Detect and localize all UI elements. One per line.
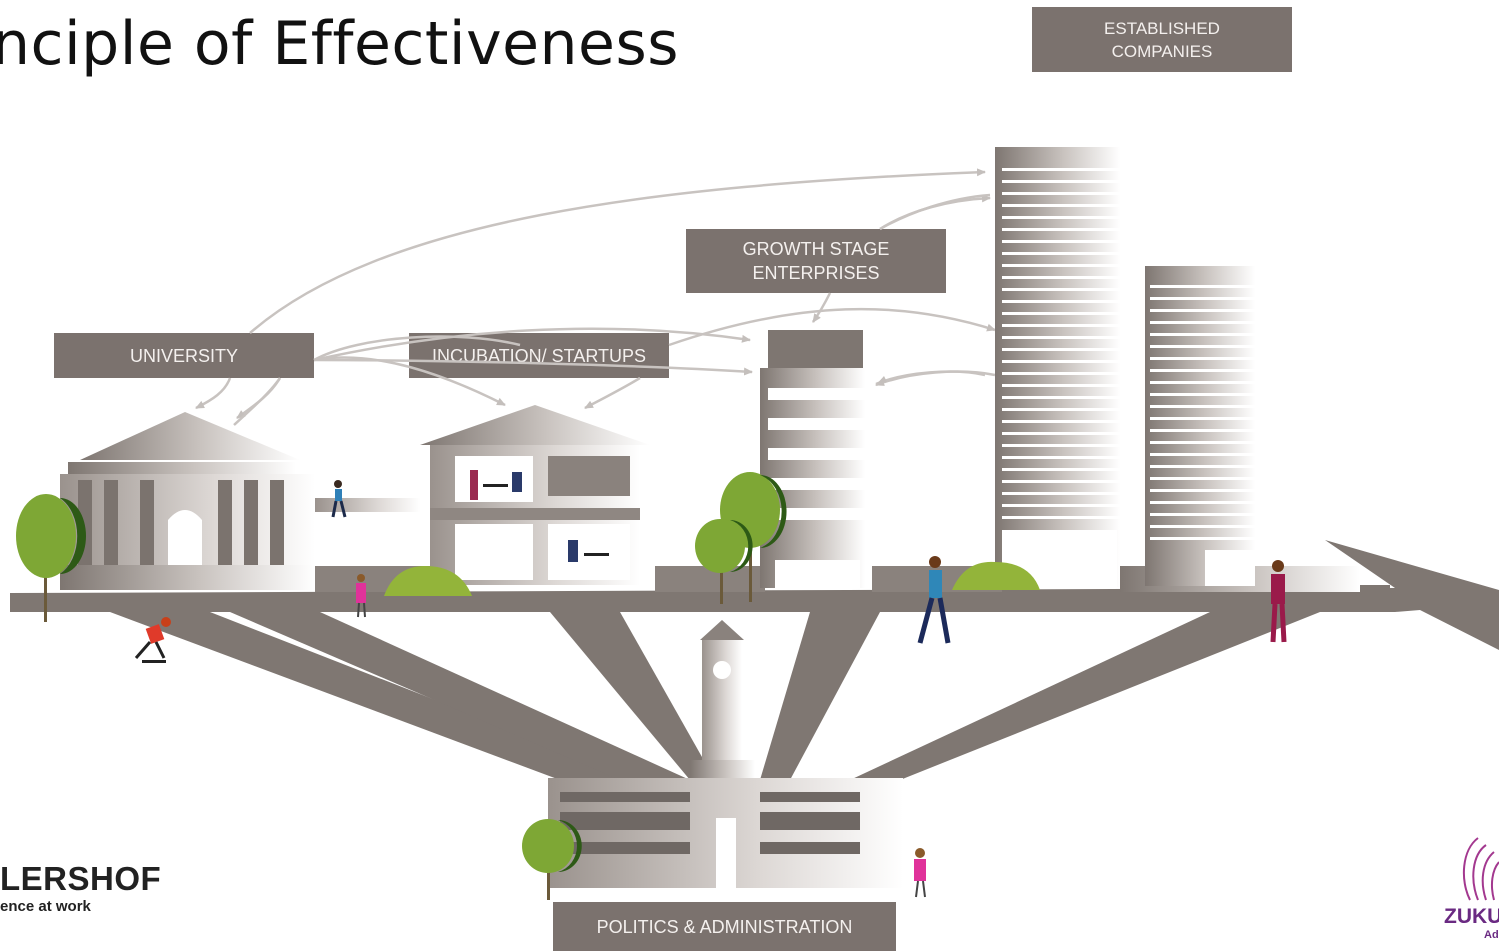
tower-window-stripe [1150, 429, 1255, 432]
road-network [10, 540, 1499, 780]
tower-window-stripe [1002, 228, 1122, 231]
tower-window-stripe [1002, 348, 1122, 351]
tower-window-stripe [1150, 441, 1255, 444]
person-skateboarder [134, 617, 171, 663]
tower-window-stripe [1002, 216, 1122, 219]
tower-window-stripe [1002, 192, 1122, 195]
tower-window-stripe [1002, 300, 1122, 303]
incubation-building [420, 405, 650, 585]
tower-window-stripe [1002, 180, 1122, 183]
tower-window-stripe [1002, 456, 1122, 459]
politics-administration-label: POLITICS & ADMINISTRATION [553, 902, 896, 951]
tower-window-stripe [1002, 288, 1122, 291]
established-tower-2 [1145, 266, 1255, 586]
tower-window-stripe [1002, 516, 1122, 519]
bush-1 [384, 566, 472, 596]
person-pink-bottom [914, 848, 926, 898]
incubation-startups-label: INCUBATION/ STARTUPS [409, 333, 669, 378]
tower-window-stripe [1150, 357, 1255, 360]
tower-window-stripe [1150, 333, 1255, 336]
tower-window-stripe [1150, 477, 1255, 480]
zukunft-logo-mark [1462, 837, 1499, 901]
tower-window-stripe [1002, 444, 1122, 447]
tower-window-stripe [1150, 285, 1255, 288]
person-walking-red [1270, 560, 1287, 643]
tower-window-stripe [1002, 168, 1122, 171]
tower-window-stripe [1002, 396, 1122, 399]
tower-window-stripe [1002, 468, 1122, 471]
tower-window-stripe [1002, 240, 1122, 243]
tower-window-stripe [1002, 420, 1122, 423]
tower-window-stripe [1002, 252, 1122, 255]
tower-window-stripe [1002, 384, 1122, 387]
bush-2 [952, 561, 1040, 590]
zukunft-logo: ZUKUI Ad [1444, 905, 1499, 941]
tower-window-stripe [1002, 204, 1122, 207]
tower-window-stripe [1002, 408, 1122, 411]
person-office-2 [568, 540, 609, 562]
tower-window-stripe [1002, 324, 1122, 327]
person-pink-girl [356, 574, 366, 618]
tower-window-stripe [1002, 264, 1122, 267]
tower-window-stripe [1002, 492, 1122, 495]
tower-window-stripe [1150, 381, 1255, 384]
tower-window-stripe [1002, 432, 1122, 435]
tower-window-stripe [1150, 405, 1255, 408]
tower-window-stripe [1150, 321, 1255, 324]
tree-center [695, 472, 787, 604]
page-title: nciple of Effectiveness [0, 9, 679, 79]
tree-bottom [522, 819, 582, 900]
adlershof-logo-tagline: ence at work [0, 898, 91, 915]
tower-window-stripe [1002, 336, 1122, 339]
tower-window-stripe [1150, 393, 1255, 396]
zukunft-logo-sub: Ad [1484, 929, 1499, 941]
tree-left [16, 494, 86, 622]
person-walking-bridge [331, 480, 347, 518]
tower-window-stripe [1150, 465, 1255, 468]
tower-window-stripe [1002, 312, 1122, 315]
established-tower-1 [995, 147, 1122, 588]
growth-stage-enterprises-label: GROWTH STAGE ENTERPRISES [686, 229, 946, 293]
tower-window-stripe [1150, 537, 1255, 540]
tower-window-stripe [1002, 276, 1122, 279]
person-office-1 [470, 470, 522, 500]
person-walking-blue [917, 556, 951, 644]
tower-window-stripe [1150, 525, 1255, 528]
tower-window-stripe [1150, 309, 1255, 312]
politics-building [548, 620, 903, 888]
zukunft-logo-text: ZUKUI [1444, 905, 1499, 928]
adlershof-logo: LERSHOF ence at work [0, 862, 161, 916]
adlershof-logo-text: LERSHOF [0, 860, 162, 897]
university-building [60, 412, 420, 590]
tower-window-stripe [1150, 345, 1255, 348]
tower-window-stripe [1002, 360, 1122, 363]
tower-window-stripe [1002, 480, 1122, 483]
tower-window-stripe [1002, 504, 1122, 507]
established-companies-label: ESTABLISHED COMPANIES [1032, 7, 1292, 72]
tower-window-stripe [1150, 453, 1255, 456]
tower-window-stripe [1150, 369, 1255, 372]
tower-window-stripe [1150, 513, 1255, 516]
tower-window-stripe [1150, 501, 1255, 504]
connection-arrows [195, 168, 996, 426]
tower-window-stripe [1002, 372, 1122, 375]
university-label: UNIVERSITY [54, 333, 314, 378]
tower-window-stripe [1150, 489, 1255, 492]
tower-window-stripe [1150, 417, 1255, 420]
tower-window-stripe [1150, 297, 1255, 300]
growth-building [760, 330, 868, 588]
